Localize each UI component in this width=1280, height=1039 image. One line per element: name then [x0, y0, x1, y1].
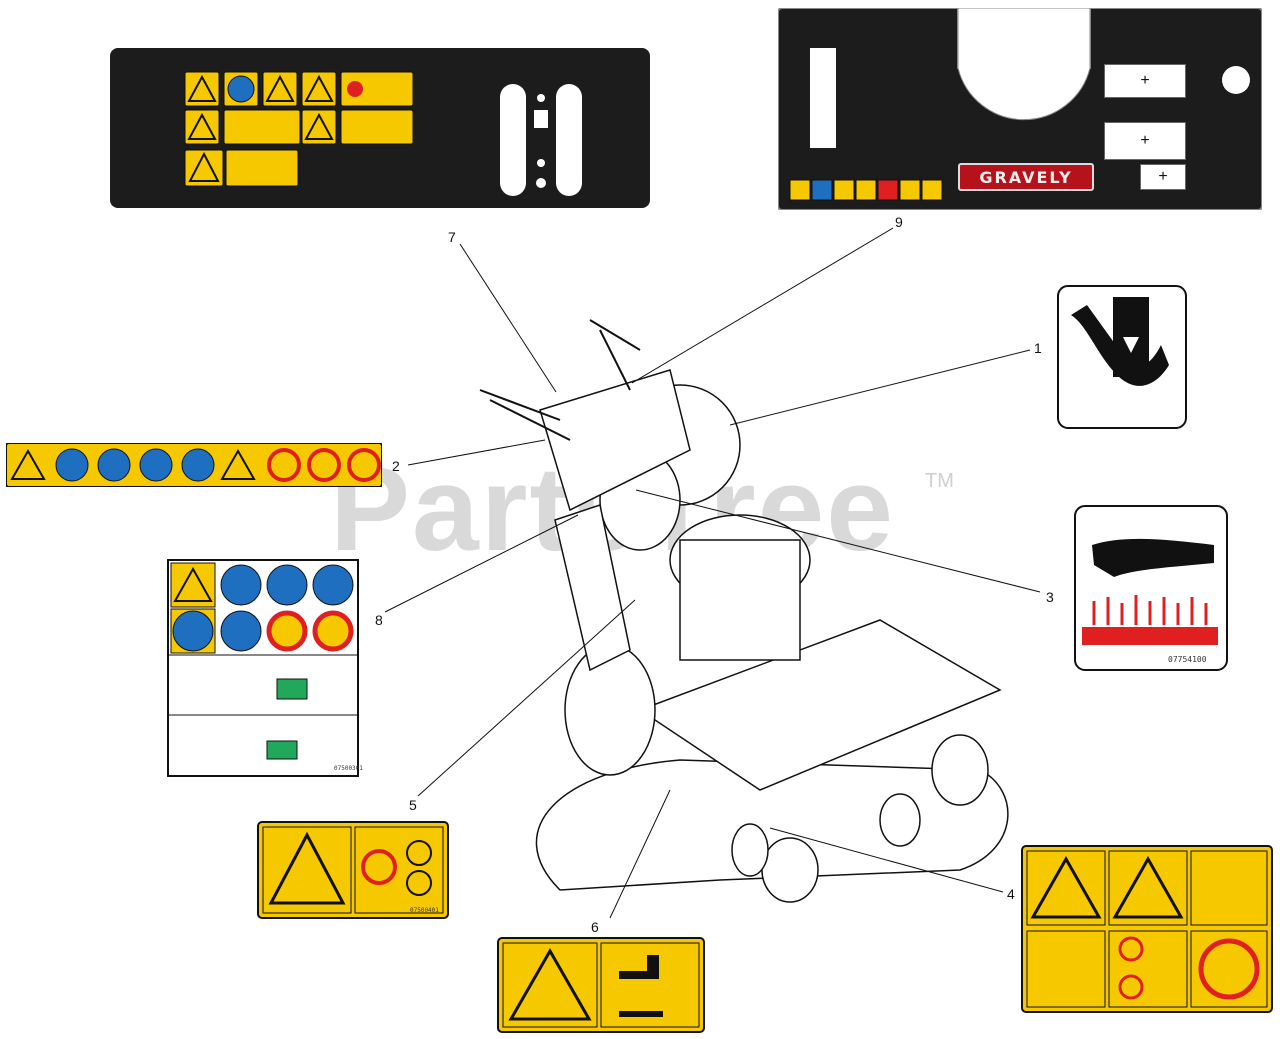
callout-5: 5: [409, 797, 417, 813]
decal-2-icons: [5, 442, 383, 488]
decal-9-console: + + +: [777, 7, 1263, 211]
mower-illustration: [479, 319, 1009, 903]
plus-button-mid[interactable]: +: [1104, 122, 1186, 160]
plus-button-low[interactable]: +: [1140, 164, 1186, 190]
callout-2: 2: [392, 458, 400, 474]
decal-7-panel: [110, 48, 650, 208]
hot-surface-icon: [1074, 505, 1228, 671]
decal-8-panel: [167, 559, 359, 777]
callout-9: 9: [895, 214, 903, 230]
decal-5-icons: [257, 821, 449, 919]
decal-4-deck: [1021, 845, 1273, 1013]
decal-4-icons: [1021, 845, 1273, 1013]
decal-2-strip: [5, 442, 383, 488]
callout-7: 7: [448, 229, 456, 245]
callout-8: 8: [375, 612, 383, 628]
decal-6-foot: [497, 937, 705, 1033]
decal-5-partno: 07500401: [410, 907, 439, 914]
watermark-tm: TM: [925, 470, 954, 492]
decal-3-hot-surface: [1074, 505, 1228, 671]
callout-4: 4: [1007, 886, 1015, 902]
callout-6: 6: [591, 919, 599, 935]
callout-3: 3: [1046, 589, 1054, 605]
decal-8-icons: [167, 559, 359, 777]
hand-pinch-icon: [1057, 285, 1187, 429]
callout-1: 1: [1034, 340, 1042, 356]
decal-1-pinch: [1057, 285, 1187, 429]
decal-3-partno: 07754100: [1168, 655, 1207, 664]
decal-5-blade: [257, 821, 449, 919]
gravely-logo: GRAVELY: [958, 163, 1094, 191]
decal-8-partno: 07500301: [334, 765, 363, 772]
decal-7-icons: [184, 71, 582, 196]
decal-6-icons: [497, 937, 705, 1033]
plus-button-top[interactable]: +: [1104, 64, 1186, 98]
